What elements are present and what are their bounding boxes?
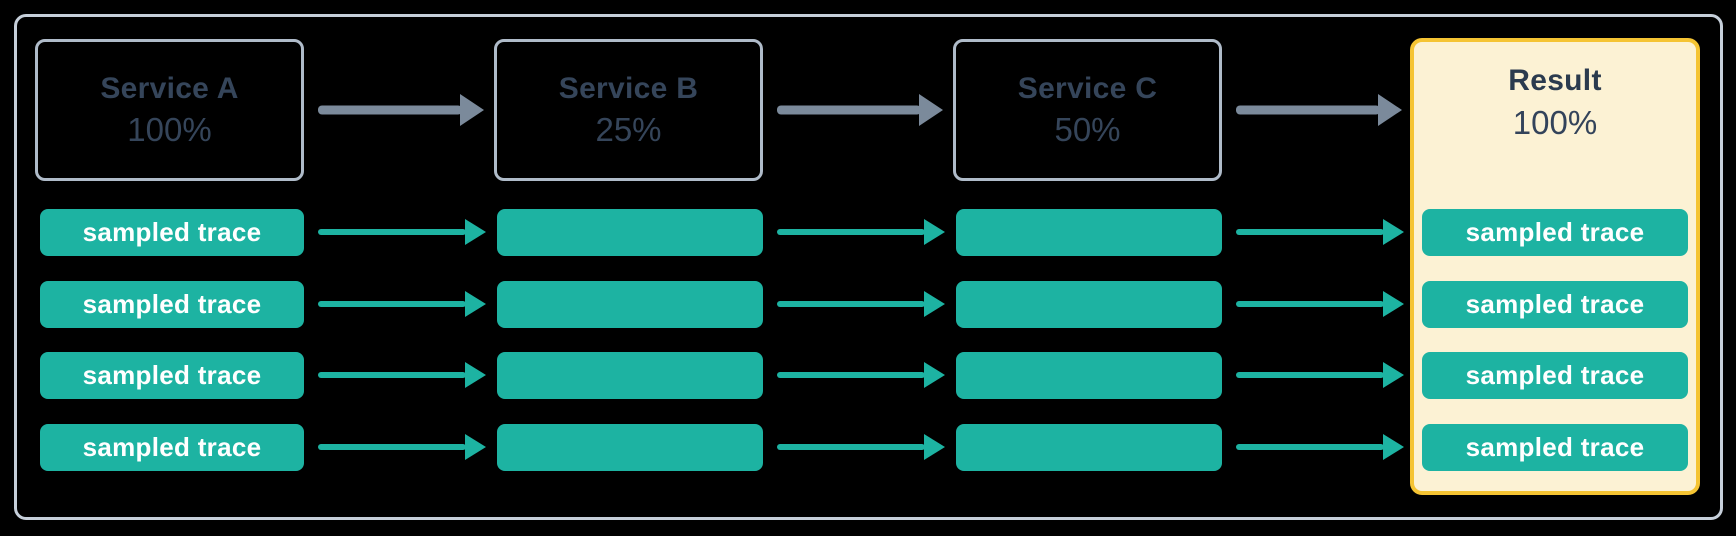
trace-box-unlabeled	[956, 352, 1222, 399]
service-c-title: Service C	[1017, 71, 1158, 105]
arrow-right-icon-service-c-to-result	[1236, 93, 1402, 127]
service-b-percent: 25%	[595, 110, 662, 148]
trace-box-unlabeled	[956, 281, 1222, 328]
arrow-shaft	[777, 105, 921, 115]
sampled-trace-box: sampled trace	[40, 352, 304, 399]
arrow-head	[460, 94, 484, 126]
arrow-right-icon-trace	[777, 434, 945, 460]
arrow-head	[1378, 94, 1402, 126]
diagram-outer-frame	[14, 14, 1723, 520]
arrow-right-icon-trace	[777, 219, 945, 245]
arrow-shaft	[1236, 444, 1384, 450]
sampled-trace-box: sampled trace	[1422, 352, 1688, 399]
arrow-head	[465, 434, 486, 460]
trace-box-unlabeled	[497, 352, 763, 399]
arrow-right-icon-trace	[777, 291, 945, 317]
trace-box-unlabeled	[497, 424, 763, 471]
sampled-trace-box: sampled trace	[1422, 281, 1688, 328]
arrow-shaft	[318, 444, 466, 450]
service-a-box: Service A 100%	[35, 39, 304, 181]
arrow-right-icon-trace	[318, 219, 486, 245]
result-header: Result 100%	[1414, 64, 1696, 142]
service-b-title: Service B	[558, 71, 699, 105]
arrow-right-icon-trace	[318, 291, 486, 317]
arrow-shaft	[318, 105, 462, 115]
arrow-right-icon-trace	[1236, 434, 1404, 460]
arrow-shaft	[318, 229, 466, 235]
arrow-head	[1383, 362, 1404, 388]
trace-box-unlabeled	[956, 209, 1222, 256]
trace-box-unlabeled	[956, 424, 1222, 471]
sampled-trace-box: sampled trace	[40, 424, 304, 471]
sampled-trace-box: sampled trace	[1422, 424, 1688, 471]
arrow-right-icon-service-b-to-c	[777, 93, 943, 127]
arrow-head	[924, 362, 945, 388]
service-a-percent: 100%	[127, 110, 212, 148]
sampled-trace-box: sampled trace	[40, 281, 304, 328]
service-c-percent: 50%	[1054, 110, 1121, 148]
sampled-trace-box: sampled trace	[40, 209, 304, 256]
arrow-head	[465, 362, 486, 388]
arrow-shaft	[777, 444, 925, 450]
arrow-head	[924, 434, 945, 460]
arrow-shaft	[318, 372, 466, 378]
service-b-box: Service B 25%	[494, 39, 763, 181]
result-percent: 100%	[1512, 104, 1598, 141]
arrow-shaft	[777, 372, 925, 378]
arrow-head	[919, 94, 943, 126]
arrow-shaft	[777, 229, 925, 235]
arrow-head	[1383, 219, 1404, 245]
arrow-head	[924, 291, 945, 317]
result-box: Result 100%	[1410, 38, 1700, 495]
trace-box-unlabeled	[497, 281, 763, 328]
trace-box-unlabeled	[497, 209, 763, 256]
arrow-head	[1383, 434, 1404, 460]
arrow-right-icon-trace	[777, 362, 945, 388]
arrow-right-icon-trace	[1236, 362, 1404, 388]
arrow-right-icon-service-a-to-b	[318, 93, 484, 127]
arrow-head	[1383, 291, 1404, 317]
arrow-right-icon-trace	[1236, 219, 1404, 245]
arrow-shaft	[777, 301, 925, 307]
arrow-right-icon-trace	[318, 434, 486, 460]
arrow-shaft	[318, 301, 466, 307]
arrow-shaft	[1236, 301, 1384, 307]
arrow-head	[465, 291, 486, 317]
arrow-shaft	[1236, 372, 1384, 378]
arrow-shaft	[1236, 105, 1380, 115]
service-c-box: Service C 50%	[953, 39, 1222, 181]
arrow-head	[924, 219, 945, 245]
sampled-trace-box: sampled trace	[1422, 209, 1688, 256]
result-title: Result	[1508, 64, 1602, 97]
arrow-right-icon-trace	[318, 362, 486, 388]
arrow-shaft	[1236, 229, 1384, 235]
arrow-head	[465, 219, 486, 245]
service-a-title: Service A	[100, 71, 239, 105]
arrow-right-icon-trace	[1236, 291, 1404, 317]
